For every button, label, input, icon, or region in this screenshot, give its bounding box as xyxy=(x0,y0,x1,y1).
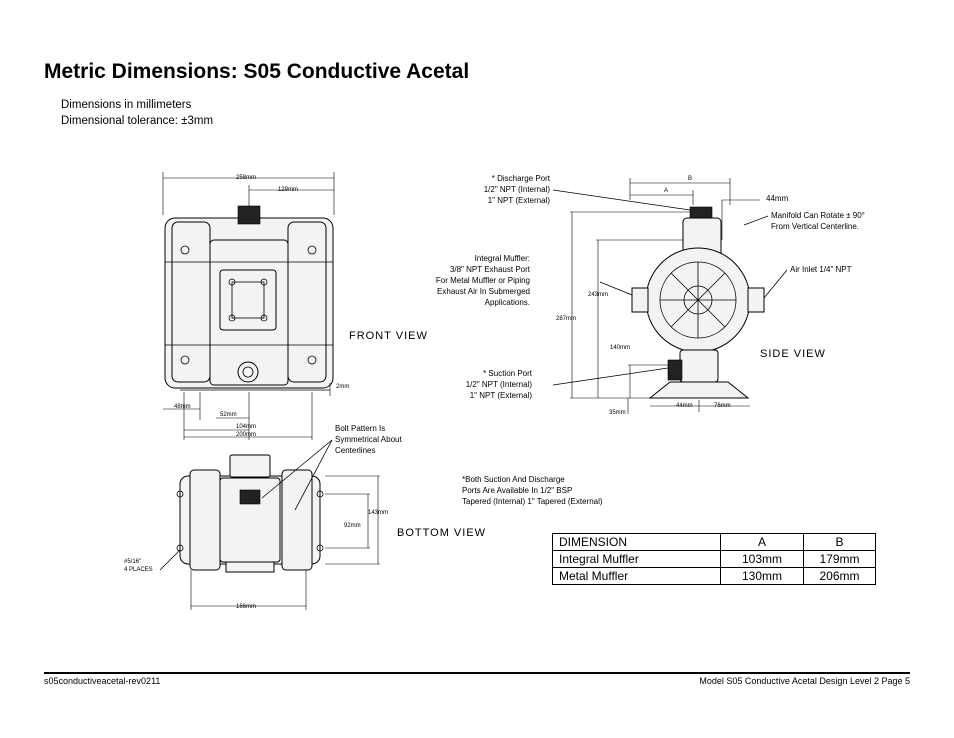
side-view-drawing xyxy=(552,178,788,414)
front-view-label: FRONT VIEW xyxy=(349,330,428,342)
dim-92: 92mm xyxy=(344,523,361,529)
dim-200: 200mm xyxy=(236,432,257,438)
dim-76: 76mm xyxy=(714,403,731,409)
dim-129: 129mm xyxy=(278,187,299,193)
air-inlet-note: Air Inlet 1/4" NPT xyxy=(790,265,852,274)
bolt-pattern-note: Bolt Pattern Is Symmetrical About Center… xyxy=(335,424,402,455)
dim-104: 104mm xyxy=(236,424,257,430)
table-header-row: DIMENSION A B xyxy=(552,533,876,551)
table-cell: 206mm xyxy=(803,567,876,585)
table-row: Metal Muffler 130mm 206mm xyxy=(552,567,876,585)
table-cell: 130mm xyxy=(720,567,804,585)
front-view-drawing xyxy=(162,172,335,440)
manifold-rotation-note: Manifold Can Rotate ± 90° From Vertical … xyxy=(771,211,865,231)
dim-44-top: 44mm xyxy=(766,194,789,203)
discharge-port-note: * Discharge Port 1/2" NPT (Internal) 1" … xyxy=(483,174,550,205)
units-note: Dimensions in millimeters xyxy=(61,99,192,111)
dim-48: 48mm xyxy=(174,404,191,410)
footer-divider xyxy=(44,672,910,674)
page-title: Metric Dimensions: S05 Conductive Acetal xyxy=(44,60,470,83)
integral-muffler-note: Integral Muffler: 3/8" NPT Exhaust Port … xyxy=(435,254,530,307)
side-view-label: SIDE VIEW xyxy=(760,348,826,360)
bottom-view-drawing xyxy=(159,439,380,610)
hole-note: #5/16" 4 PLACES xyxy=(124,559,153,573)
suction-port-note: * Suction Port 1/2" NPT (Internal) 1" NP… xyxy=(465,369,532,400)
dim-2: 2mm xyxy=(336,384,350,390)
dim-a: A xyxy=(664,188,669,194)
table-cell: 103mm xyxy=(720,550,804,568)
table-cell: 179mm xyxy=(803,550,876,568)
footer-doc-id: s05conductiveacetal-rev0211 xyxy=(44,676,161,686)
dim-35: 35mm xyxy=(609,410,626,416)
dim-44-base: 44mm xyxy=(676,403,693,409)
footer-page-info: Model S05 Conductive Acetal Design Level… xyxy=(699,676,910,686)
dim-166: 166mm xyxy=(236,604,257,610)
dim-258: 258mm xyxy=(236,175,257,181)
bottom-view-label: BOTTOM VIEW xyxy=(397,527,487,539)
table-cell: Metal Muffler xyxy=(552,567,721,585)
dim-140: 140mm xyxy=(610,345,631,351)
dim-b: B xyxy=(688,176,693,182)
bsp-note: *Both Suction And Discharge Ports Are Av… xyxy=(462,475,603,506)
table-header: B xyxy=(803,533,876,551)
dim-143: 143mm xyxy=(368,510,389,516)
dim-52: 52mm xyxy=(220,412,237,418)
table-header: A xyxy=(720,533,804,551)
tolerance-note: Dimensional tolerance: ±3mm xyxy=(61,115,214,127)
table-cell: Integral Muffler xyxy=(552,550,721,568)
dim-287: 287mm xyxy=(556,316,577,322)
dimension-table: DIMENSION A B Integral Muffler 103mm 179… xyxy=(552,533,876,585)
table-header: DIMENSION xyxy=(552,533,721,551)
table-row: Integral Muffler 103mm 179mm xyxy=(552,550,876,568)
dim-243: 243mm xyxy=(588,292,609,298)
